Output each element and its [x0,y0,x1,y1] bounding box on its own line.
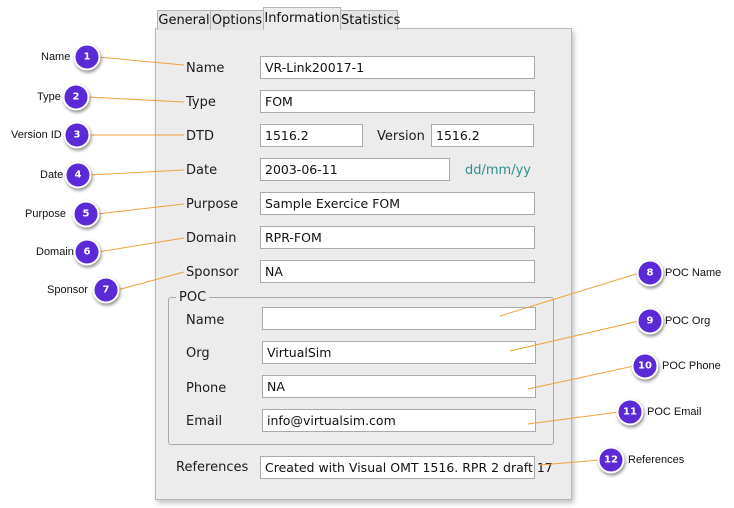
sponsor-field[interactable]: NA [260,260,535,283]
callout-badge-5: 5 [72,200,100,228]
references-field[interactable]: Created with Visual OMT 1516. RPR 2 draf… [260,456,553,479]
dtd-field[interactable]: 1516.2 [260,124,363,147]
callout-badge-3: 3 [63,121,91,149]
tab-general[interactable]: General [157,10,211,30]
sponsor-label: Sponsor [186,265,239,280]
poc-phone-label: Phone [186,381,227,396]
poc-email-label: Email [186,414,223,429]
callout-badge-10: 10 [631,352,659,380]
tab-options[interactable]: Options [210,10,264,30]
poc-name-field[interactable] [262,307,536,330]
callout-text-5: Purpose [25,208,66,220]
name-field[interactable]: VR-Link20017-1 [260,56,535,79]
callout-text-4: Date [40,169,64,181]
callout-text-8: POC Name [665,267,722,279]
version-label: Version [377,129,425,144]
domain-field[interactable]: RPR-FOM [260,226,535,249]
tab-statistics[interactable]: Statistics [340,10,400,30]
date-label: Date [186,163,218,178]
tab-information[interactable]: Information [263,7,341,30]
name-label: Name [186,61,225,76]
callout-text-12: References [628,454,685,466]
callout-badge-8: 8 [636,259,664,287]
callout-text-2: Type [37,91,61,103]
callout-badge-4: 4 [64,161,92,189]
callout-badge-9: 9 [636,307,664,335]
poc-group-title: POC [176,290,210,305]
callout-badge-1: 1 [73,43,101,71]
callout-badge-7: 7 [92,276,120,304]
callout-text-7: Sponsor [47,284,88,296]
poc-phone-field[interactable]: NA [262,375,536,398]
poc-org-label: Org [186,346,210,361]
callout-text-3: Version ID [11,129,62,141]
callout-badge-2: 2 [62,83,90,111]
version-field[interactable]: 1516.2 [431,124,534,147]
poc-email-field[interactable]: info@virtualsim.com [262,409,536,432]
poc-org-field[interactable]: VirtualSim [262,341,536,364]
callout-badge-11: 11 [616,398,644,426]
poc-name-label: Name [186,313,225,328]
callout-text-11: POC Email [647,406,702,418]
dtd-label: DTD [186,129,214,144]
date-format-hint: dd/mm/yy [465,163,531,178]
domain-label: Domain [186,231,237,246]
date-field[interactable]: 2003-06-11 [260,158,450,181]
callout-badge-6: 6 [73,238,101,266]
type-field[interactable]: FOM [260,90,535,113]
callout-text-6: Domain [36,246,74,258]
callout-text-1: Name [41,51,71,63]
purpose-label: Purpose [186,197,239,212]
references-label: References [176,460,249,475]
purpose-field[interactable]: Sample Exercice FOM [260,192,535,215]
type-label: Type [186,95,216,110]
callout-text-10: POC Phone [662,360,721,372]
callout-badge-12: 12 [597,446,625,474]
callout-text-9: POC Org [665,315,711,327]
